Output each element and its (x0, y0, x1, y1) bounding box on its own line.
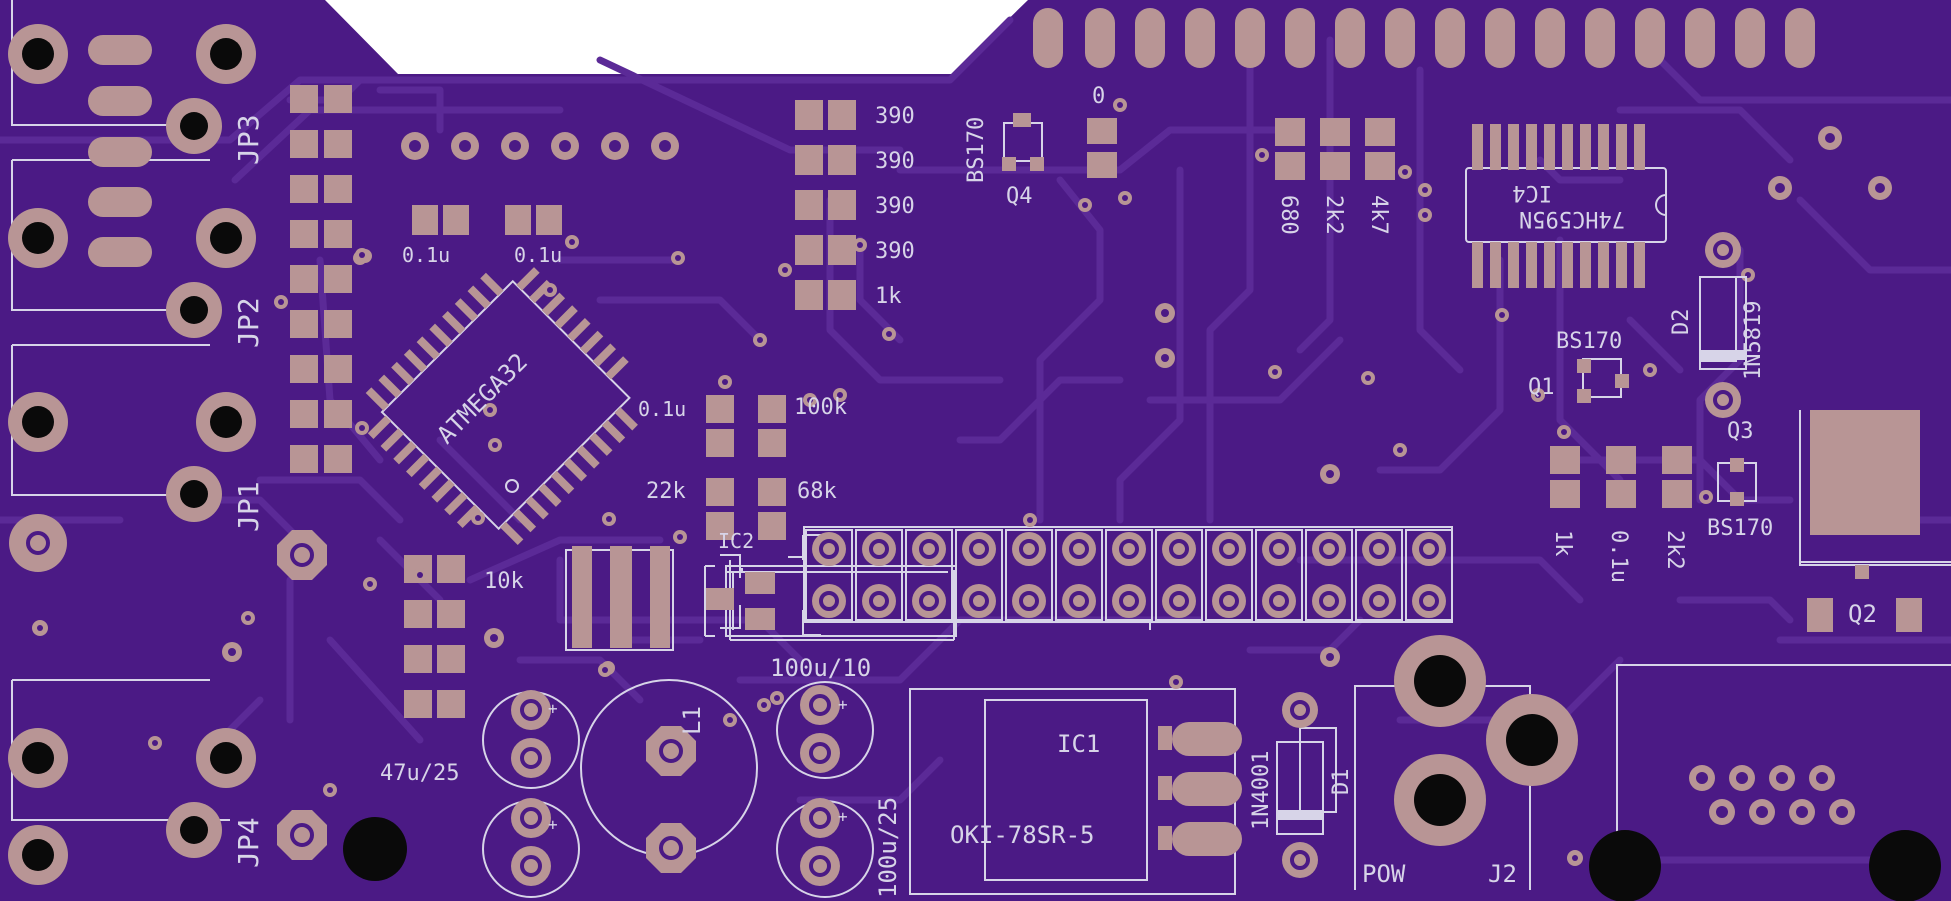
label-jp1: JP1 (232, 481, 265, 532)
smd-pads (290, 85, 1922, 850)
value-390-b: 390 (875, 149, 915, 174)
label-q3-name: Q3 (1727, 419, 1754, 444)
header-grid (805, 529, 1453, 621)
value-22k: 22k (646, 479, 686, 504)
value-1k-right: 1k (1550, 530, 1575, 557)
value-01u-b: 0.1u (514, 243, 562, 267)
value-10k: 10k (484, 569, 524, 594)
tht-pads (8, 24, 1941, 901)
label-jp3: JP3 (232, 114, 265, 165)
label-d2-name: D2 (1669, 309, 1694, 336)
label-q4-name: Q4 (1006, 184, 1033, 209)
label-q2-name: Q2 (1848, 600, 1877, 628)
label-d1-part: 1N4001 (1249, 751, 1274, 830)
label-d1-name: D1 (1329, 769, 1354, 796)
label-q3-part: BS170 (1707, 516, 1773, 541)
label-d2-part: 1N5819 (1741, 301, 1766, 380)
polarity-mark-2: + (548, 815, 558, 834)
value-2k2-right: 2k2 (1662, 530, 1687, 570)
value-01u-right: 0.1u (1606, 530, 1631, 583)
label-l1: L1 (678, 706, 706, 735)
label-ic1-part: OKI-78SR-5 (950, 821, 1095, 849)
value-390-c: 390 (875, 194, 915, 219)
label-pow: POW (1362, 860, 1406, 888)
polarity-mark-4: + (838, 807, 848, 826)
label-ic4-name: IC4 (1512, 180, 1552, 205)
diode-bodies (1276, 276, 1747, 835)
value-1k-top: 1k (875, 284, 902, 309)
polarity-mark-3: + (838, 695, 848, 714)
label-jp2: JP2 (232, 297, 265, 348)
atmega-pins (365, 267, 638, 546)
value-0: 0 (1092, 84, 1105, 109)
value-100u10: 100u/10 (770, 654, 871, 682)
value-390-d: 390 (875, 239, 915, 264)
label-j2: J2 (1488, 860, 1517, 888)
value-01u-c: 0.1u (638, 397, 686, 421)
value-100u25: 100u/25 (874, 797, 902, 898)
value-4k7: 4k7 (1366, 195, 1391, 235)
value-2k2-top: 2k2 (1321, 195, 1346, 235)
value-680: 680 (1276, 195, 1301, 235)
header-pins (812, 532, 1446, 618)
top-connector-pads (88, 8, 1815, 856)
polarity-mark-1: + (548, 699, 558, 718)
label-q1-part: BS170 (1556, 329, 1622, 354)
value-68k: 68k (797, 479, 837, 504)
label-q4-part: BS170 (964, 117, 989, 183)
label-ic4-part: 74HC595N (1519, 206, 1625, 231)
value-01u-a: 0.1u (402, 243, 450, 267)
label-ic1-name: IC1 (1057, 730, 1100, 758)
value-390-a: 390 (875, 104, 915, 129)
value-100k: 100k (794, 395, 847, 420)
value-47u25: 47u/25 (380, 761, 459, 786)
label-q1-name: Q1 (1528, 375, 1555, 400)
vias (32, 98, 1892, 866)
label-jp4: JP4 (232, 817, 265, 868)
label-ic2: IC2 (718, 529, 754, 553)
